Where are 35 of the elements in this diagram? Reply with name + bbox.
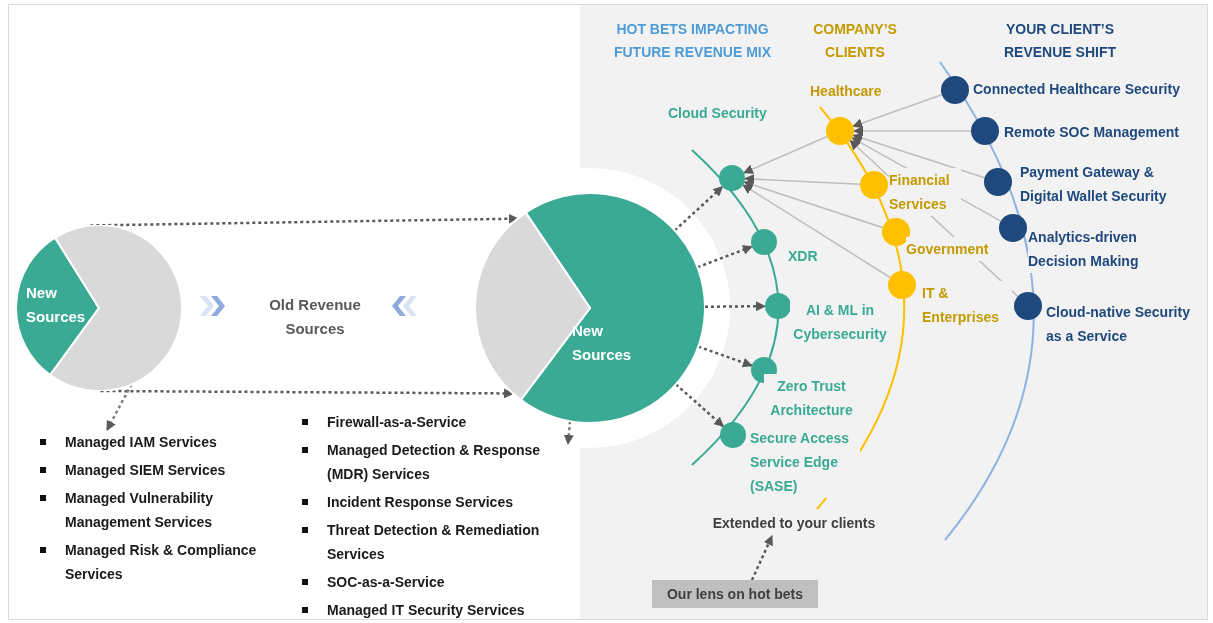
list-item: Managed IT Security Services [327, 601, 525, 620]
arrow [743, 135, 828, 174]
column-heading: COMPANY’S CLIENTS [812, 20, 898, 62]
arrow [563, 421, 574, 445]
list-item: SOC-as-a-Service [327, 573, 445, 592]
arrow [852, 93, 943, 128]
caption-box: Our lens on hot bets [652, 580, 818, 608]
arrow [697, 345, 753, 368]
list-item: Managed IAM Services [65, 433, 217, 452]
center-label: Old Revenue Sources [262, 292, 368, 342]
arrow [852, 133, 986, 179]
note-text: Extended to your clients [704, 510, 884, 536]
list-item: Managed Vulnerability Management Services [65, 489, 215, 532]
pie-label: New Sources [26, 283, 86, 327]
arrow [673, 185, 724, 232]
list-item: Incident Response Services [327, 493, 513, 512]
arrow [704, 301, 766, 312]
arrow [105, 383, 133, 431]
arrow [743, 180, 884, 229]
arrow [853, 126, 972, 136]
arrow [675, 383, 725, 428]
list-item: Threat Detection & Remediation Services [327, 521, 541, 564]
arrow [697, 245, 753, 269]
list-item: Firewall-as-a-Service [327, 413, 467, 432]
list-item: Managed Detection & Response (MDR) Services [327, 441, 542, 484]
arrow [742, 184, 891, 279]
arrow [100, 388, 515, 399]
list-item: Managed Risk & Compliance Services [65, 541, 258, 584]
list-item: Managed SIEM Services [65, 461, 226, 480]
column-heading: YOUR CLIENT’S REVENUE SHIFT [1003, 20, 1117, 62]
item-label: Financial Services [889, 168, 961, 216]
column-heading: HOT BETS IMPACTING FUTURE REVENUE MIX [612, 20, 773, 62]
arrow [90, 213, 519, 227]
arrow [744, 174, 861, 186]
arrow [750, 535, 774, 581]
